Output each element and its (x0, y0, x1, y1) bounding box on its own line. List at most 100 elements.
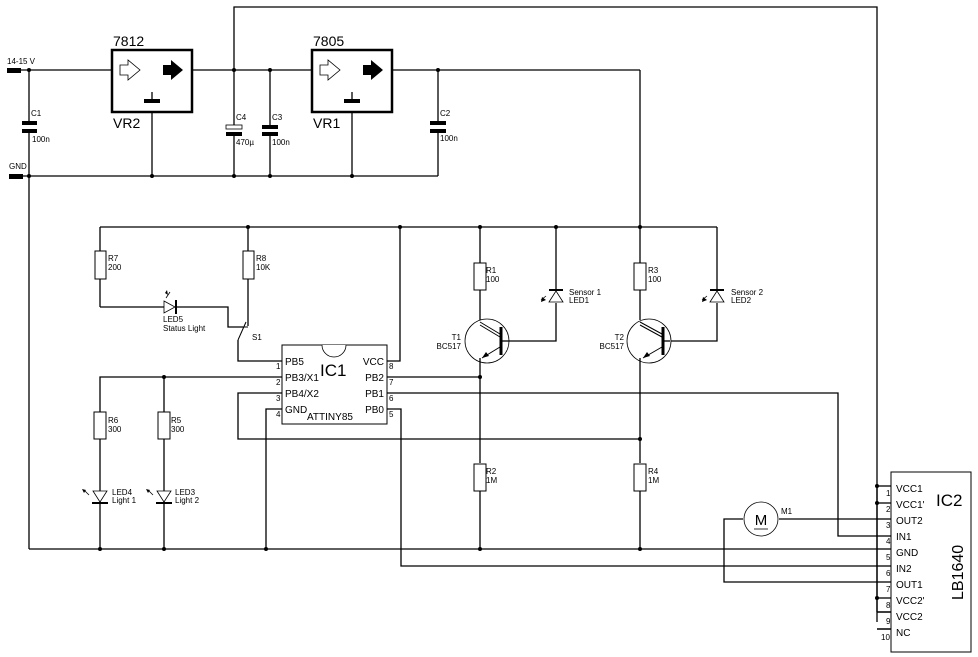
pin-name: VCC1 (896, 484, 923, 495)
gnd-terminal: GND (9, 162, 27, 179)
transistor-t1: T1 BC517 (437, 318, 510, 364)
regulator-part: 7805 (313, 33, 344, 49)
transistor-ref: T2 (615, 333, 625, 342)
light-receive-icon (540, 295, 547, 302)
light-emission-icon (165, 290, 171, 299)
pin-number: 8 (389, 362, 394, 371)
pin-number: 6 (886, 569, 891, 578)
transistor-part: BC517 (437, 342, 462, 351)
ic-ref: IC2 (936, 491, 962, 510)
resistor-value: 100 (486, 275, 500, 284)
pin-number: 3 (276, 394, 281, 403)
input-voltage-label: 14-15 V (7, 57, 36, 66)
resistor-ref: R2 (486, 467, 497, 476)
led4-light-1: LED4 Light 1 (82, 488, 137, 505)
motor-m1: M M1 (743, 501, 793, 537)
resistor-value: 1M (486, 476, 497, 485)
pin-name: VCC (363, 357, 384, 368)
resistor-ref: R3 (648, 266, 659, 275)
pin-name: VCC2 (896, 612, 923, 623)
pin-name: PB1 (365, 389, 384, 400)
pin-name: VCC1' (896, 500, 925, 511)
ic-ref: IC1 (320, 361, 346, 380)
resistor-r3: R3 100 (633, 262, 662, 291)
led-ref: LED3 (175, 488, 196, 497)
pin-name: PB0 (365, 405, 384, 416)
gnd-label: GND (9, 162, 27, 171)
junction-dots (27, 68, 879, 600)
input-arrow-icon (119, 59, 141, 81)
wires (20, 6, 891, 630)
pin-name: OUT2 (896, 516, 923, 527)
led-desc: Sensor 1 (569, 288, 602, 297)
pin-name: PB5 (285, 357, 304, 368)
capacitor-ref: C4 (236, 113, 247, 122)
resistor-ref: R1 (486, 266, 497, 275)
capacitor-c4: C4 470µ (225, 113, 254, 147)
emitter-arrow-icon (482, 352, 489, 358)
light-emission-icon (82, 489, 90, 496)
pin-name: GND (285, 405, 307, 416)
input-arrow-icon (319, 59, 341, 81)
led-ref: LED2 (731, 296, 752, 305)
ground-symbol-icon (344, 99, 360, 103)
resistor-ref: R7 (108, 254, 119, 263)
capacitor-c1: C1 100n (22, 109, 50, 144)
pin-number: 10 (881, 633, 890, 642)
emitter-arrow-icon (643, 352, 650, 358)
resistor-ref: R4 (648, 467, 659, 476)
transistor-part: BC517 (600, 342, 625, 351)
pin-number: 6 (389, 394, 394, 403)
capacitor-c3: C3 100n (262, 113, 290, 147)
pin-name: PB3/X1 (285, 373, 319, 384)
led-ref: LED1 (569, 296, 590, 305)
pin-number: 7 (389, 378, 394, 387)
pin-number: 2 (886, 505, 891, 514)
pin-name: NC (896, 628, 910, 639)
transistor-ref: T1 (452, 333, 462, 342)
regulator-ref: VR2 (113, 115, 140, 131)
pin-number: 5 (389, 410, 394, 419)
pin-number: 4 (276, 410, 281, 419)
regulator-part: 7812 (113, 33, 144, 49)
resistor-value: 1M (648, 476, 659, 485)
pin-name: IN2 (896, 564, 912, 575)
pin-name: PB2 (365, 373, 384, 384)
capacitor-value: 100n (440, 134, 458, 143)
resistor-r2: R2 1M (473, 463, 497, 492)
capacitor-ref: C2 (440, 109, 451, 118)
resistor-r7: R7 200 (94, 250, 122, 280)
light-emission-icon (146, 489, 154, 496)
capacitor-value: 100n (272, 138, 290, 147)
switch-ref: S1 (252, 333, 262, 342)
resistor-ref: R5 (171, 416, 182, 425)
resistor-ref: R8 (256, 254, 267, 263)
led-desc: Sensor 2 (731, 288, 764, 297)
led-desc: Light 1 (112, 496, 137, 505)
pin-number: 1 (886, 489, 891, 498)
capacitor-ref: C3 (272, 113, 283, 122)
ic-part: ATTINY85 (307, 412, 353, 423)
led5-status-light: LED5 Status Light (163, 290, 206, 333)
regulator-ref: VR1 (313, 115, 340, 131)
switch-s1: S1 (237, 321, 262, 342)
regulator-vr1: 7805 VR1 (310, 33, 394, 131)
capacitor-value: 100n (32, 135, 50, 144)
motor-ref: M1 (781, 507, 793, 516)
pin-name: GND (896, 548, 918, 559)
capacitor-ref: C1 (31, 109, 42, 118)
output-arrow-icon (163, 60, 183, 80)
light-receive-icon (701, 295, 708, 302)
led-desc: Light 2 (175, 496, 200, 505)
capacitor-c2: C2 100n (430, 109, 458, 143)
pin-name: OUT1 (896, 580, 923, 591)
pin-number: 5 (886, 553, 891, 562)
led-ref: LED4 (112, 488, 133, 497)
led3-light-2: LED3 Light 2 (146, 488, 200, 505)
led2-sensor-2: Sensor 2 LED2 (701, 288, 764, 305)
ic2-pins: VCC1 1 VCC1' 2 OUT2 3 IN1 4 GND 5 IN2 6 … (881, 484, 925, 642)
resistor-value: 200 (108, 263, 122, 272)
pin-name: IN1 (896, 532, 912, 543)
pin-number: 3 (886, 521, 891, 530)
